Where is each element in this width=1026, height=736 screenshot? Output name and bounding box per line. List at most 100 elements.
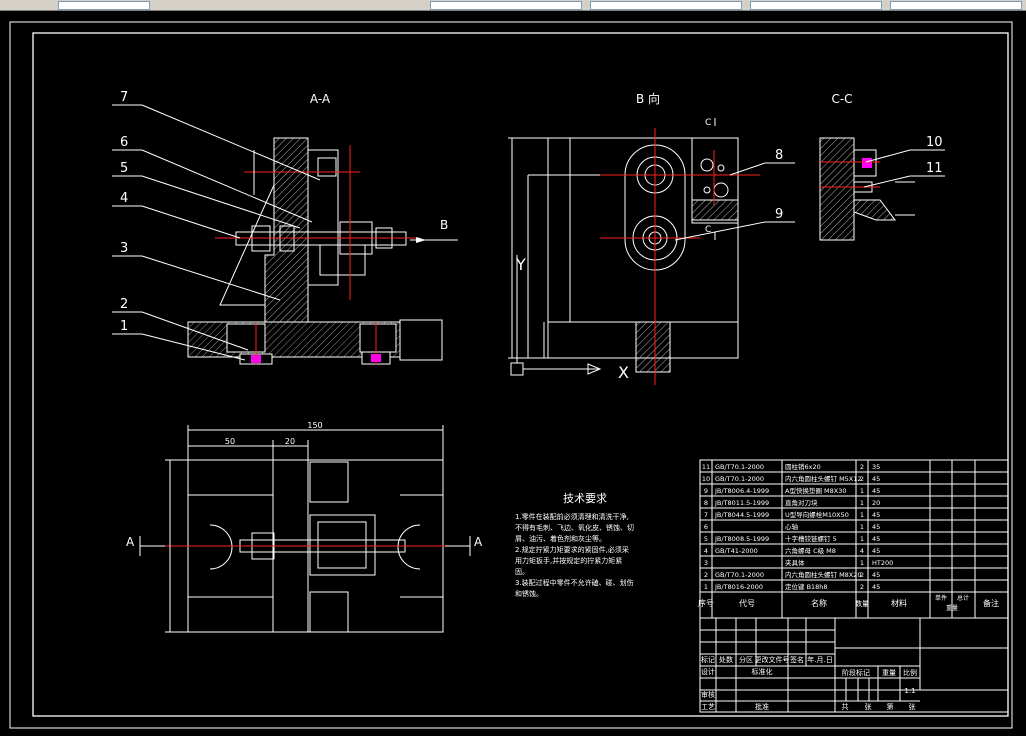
- top-view[interactable]: 150 50 20 A A: [126, 421, 483, 633]
- tb-weight: 重量: [882, 669, 896, 677]
- b-key: [635, 321, 671, 373]
- callout-8: 8: [775, 148, 783, 163]
- tech-req-line: 和锈蚀。: [515, 589, 543, 598]
- tb-change-doc: 更改文件号: [755, 655, 790, 664]
- base-right-end: [399, 319, 443, 361]
- tech-req-line: 固。: [515, 568, 529, 576]
- dim-overall-width: 150: [307, 421, 322, 430]
- section-a-left: A: [126, 535, 135, 549]
- b-tool-block: [691, 137, 739, 224]
- table-cell-material: 45: [872, 511, 880, 519]
- toolbar-linetype-box[interactable]: [590, 1, 742, 10]
- b-arrow-head: [416, 237, 426, 243]
- table-cell-qty: 2: [860, 583, 864, 591]
- toolbar-lineweight-box[interactable]: [750, 1, 882, 10]
- dim-left: 50: [225, 437, 235, 446]
- table-cell-qty: 2: [860, 571, 864, 579]
- header-material: 材料: [891, 598, 907, 608]
- leader-8: [729, 162, 766, 176]
- table-cell-code: JB/T8008.5-1999: [714, 535, 769, 543]
- table-cell-no: 6: [704, 523, 708, 531]
- cc-screw-marker: [862, 158, 872, 168]
- tb-standardize: 标准化: [752, 667, 773, 676]
- tech-req-line: 屑、油污、着色剂和灰尘等。: [515, 534, 606, 543]
- tech-req-line: 1.零件在装配前必须清理和清洗干净,: [515, 512, 629, 521]
- callout-6: 6: [120, 135, 128, 150]
- table-cell-material: 45: [872, 547, 880, 555]
- table-cell-material: 45: [872, 571, 880, 579]
- tech-req-line: 用力矩扳手,并按规定的拧紧力矩紧: [515, 556, 622, 565]
- table-cell-code: JB/T8011.5-1999: [714, 499, 769, 507]
- section-cc-title: C-C: [831, 92, 852, 106]
- tb-design: 设计: [701, 667, 715, 676]
- table-cell-name: 内六角圆柱头螺钉 M5X12: [785, 474, 862, 483]
- table-cell-code: GB/T41-2000: [715, 547, 758, 555]
- tech-requirements: 技术要求 1.零件在装配前必须清理和清洗干净, 不得有毛刺、飞边、氧化皮、锈蚀、…: [515, 492, 634, 598]
- table-cell-material: 45: [872, 523, 880, 531]
- table-cell-code: JB/T8044.5-1999: [714, 511, 769, 519]
- section-a-right: A: [474, 535, 483, 549]
- toolbar-style-box[interactable]: [430, 1, 582, 10]
- callout-3: 3: [120, 241, 128, 256]
- header-weight: 重量: [946, 604, 958, 612]
- slider-block: [307, 149, 339, 286]
- tech-req-line: 2.规定拧紧力矩要求的紧固件,必须采: [515, 545, 629, 554]
- view-b[interactable]: B 向 Y X C: [508, 91, 760, 385]
- tb-sheet: 张: [909, 702, 916, 711]
- table-cell-code: GB/T70.1-2000: [715, 475, 764, 483]
- table-cell-qty: 1: [860, 523, 864, 531]
- table-cell-name: 六角螺母 C级 M8: [785, 546, 836, 555]
- table-cell-no: 5: [704, 535, 708, 543]
- table-cell-qty: 2: [860, 463, 864, 471]
- callout-2: 2: [120, 297, 128, 312]
- callout-9: 9: [775, 207, 783, 222]
- cc-body: [819, 137, 855, 241]
- drawing-canvas[interactable]: A-A B: [0, 10, 1026, 732]
- dim-mid: 20: [285, 437, 295, 446]
- callout-5: 5: [120, 161, 128, 176]
- table-cell-no: 1: [704, 583, 708, 591]
- table-cell-qty: 1: [860, 487, 864, 495]
- title-block: 标记 处数 分区 更改文件号 签名 年.月.日 设计 标准化 审核 工艺 批准 …: [699, 617, 1009, 713]
- section-cc-view[interactable]: C-C: [819, 92, 915, 241]
- tb-approve: 批准: [755, 702, 769, 711]
- table-cell-no: 7: [704, 511, 708, 519]
- table-cell-name: 直角对刀块: [785, 498, 818, 507]
- axis-y-label: Y: [515, 255, 526, 274]
- axis-x-label: X: [618, 363, 629, 382]
- inner-frame: [32, 32, 1009, 717]
- table-cell-name: A型快换垫圈 M8X30: [785, 486, 846, 495]
- leader-9: [674, 221, 766, 241]
- table-cell-qty: 2: [860, 475, 864, 483]
- table-cell-material: 45: [872, 475, 880, 483]
- table-cell-name: 内六角圆柱头螺钉 M8X20: [785, 570, 862, 579]
- callout-11: 11: [926, 161, 943, 176]
- callout-1: 1: [120, 319, 128, 334]
- table-cell-no: 3: [704, 559, 708, 567]
- upper-bolt: [317, 157, 337, 177]
- header-no: 序号: [698, 598, 714, 608]
- callout-7: 7: [120, 90, 128, 105]
- callout-4: 4: [120, 191, 128, 206]
- c-marker-top: C: [705, 118, 711, 128]
- leader-11: [863, 175, 911, 188]
- table-cell-material: HT200: [872, 559, 893, 567]
- section-aa-view[interactable]: A-A B: [187, 92, 458, 365]
- table-cell-code: GB/T70.1-2000: [715, 463, 764, 471]
- tb-review: 审核: [701, 690, 715, 699]
- tb-zone: 分区: [739, 655, 753, 664]
- table-cell-name: 圆柱销6x20: [785, 462, 821, 471]
- table-cell-no: 10: [702, 475, 710, 483]
- tb-sheet-no: 第: [887, 702, 894, 711]
- table-cell-no: 11: [702, 463, 710, 471]
- table-cell-qty: 1: [860, 511, 864, 519]
- header-total: 总计: [957, 594, 969, 602]
- toolbar-layer-box[interactable]: [58, 1, 150, 10]
- cad-toolbar: [0, 0, 1026, 11]
- table-cell-qty: 1: [860, 499, 864, 507]
- b-arrow-label: B: [440, 218, 448, 232]
- toolbar-plot-box[interactable]: [890, 1, 1022, 10]
- leader-lines-left: [112, 104, 321, 361]
- b-link-plate: [624, 144, 686, 271]
